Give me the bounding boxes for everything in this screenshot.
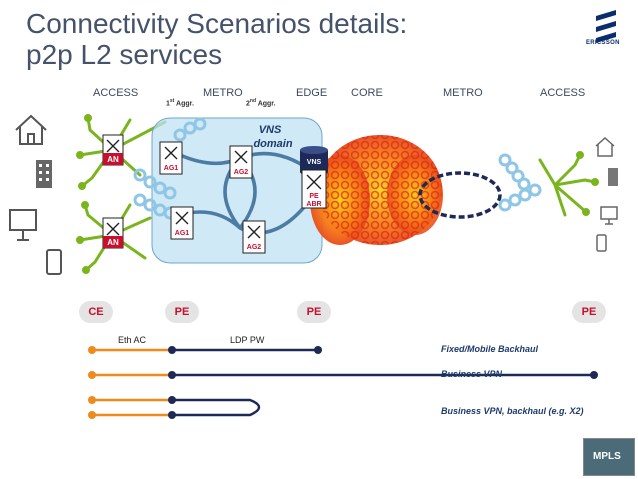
access-node-an-bottom: AN bbox=[102, 217, 124, 249]
vns-cylinder-label: VNS bbox=[307, 159, 322, 166]
pe-abr-label-line2: ABR bbox=[306, 201, 321, 208]
access-node-an-top: AN bbox=[102, 134, 124, 166]
ldp-pw-label: LDP PW bbox=[230, 335, 265, 345]
metro-ring-right bbox=[418, 171, 502, 219]
ag1-bottom-label: AG1 bbox=[175, 230, 190, 237]
pe-badge-access: PE bbox=[165, 301, 199, 323]
an-top-label: AN bbox=[107, 155, 119, 164]
access-chain-right bbox=[498, 153, 542, 212]
service-business-vpn: Business VPN bbox=[441, 369, 503, 379]
ericsson-logo-icon bbox=[596, 10, 616, 43]
house-icon-right bbox=[595, 136, 615, 157]
ag2-top-label: AG2 bbox=[234, 169, 249, 176]
second-aggregation-label: 2nd Aggr. bbox=[246, 98, 276, 108]
computer-monitor-icon bbox=[9, 209, 37, 241]
ag1-top-label: AG1 bbox=[164, 165, 179, 172]
service-business-vpn-backhaul: Business VPN, backhaul (e.g. X2) bbox=[441, 406, 584, 416]
core-cloud bbox=[310, 135, 443, 245]
title-line-1: Connectivity Scenarios details: bbox=[26, 8, 408, 39]
segment-access-left: ACCESS bbox=[93, 87, 139, 99]
vns-domain-line1: VNS bbox=[259, 124, 282, 136]
mpls-thumbnail: MPLS bbox=[583, 438, 635, 476]
access-tree-right bbox=[538, 151, 599, 217]
aggregation-node-ag1-top: AG1 bbox=[159, 141, 183, 175]
title-line-2: p2p L2 services bbox=[26, 39, 223, 70]
logo-text: ERICSSON bbox=[586, 40, 620, 46]
pe-abr-node: PE ABR bbox=[301, 169, 327, 209]
an-bottom-label: AN bbox=[107, 238, 119, 247]
building-icon-right bbox=[608, 168, 618, 186]
pe-badge-remote: PE bbox=[572, 301, 606, 323]
eth-ac-label: Eth AC bbox=[118, 335, 147, 345]
aggregation-node-ag2-top: AG2 bbox=[229, 145, 253, 179]
first-aggregation-label: 1st Aggr. bbox=[166, 98, 194, 108]
segment-edge: EDGE bbox=[296, 87, 328, 99]
service-lines bbox=[88, 346, 598, 419]
vns-domain-line2: domain bbox=[253, 138, 292, 150]
mobile-phone-icon-right bbox=[596, 234, 607, 252]
mpls-thumbnail-text: MPLS bbox=[593, 451, 621, 462]
aggregation-node-ag1-bottom: AG1 bbox=[170, 206, 194, 240]
building-icon bbox=[36, 160, 52, 188]
segment-access-right: ACCESS bbox=[540, 87, 586, 99]
computer-monitor-icon-right bbox=[600, 206, 618, 225]
house-icon bbox=[15, 114, 47, 145]
segment-metro-right: METRO bbox=[443, 87, 483, 99]
pe-abr-label-line1: PE bbox=[309, 193, 319, 200]
ag2-bottom-label: AG2 bbox=[247, 244, 262, 251]
service-fixed-mobile-backhaul: Fixed/Mobile Backhaul bbox=[441, 344, 539, 354]
pe-badge-edge: PE bbox=[297, 301, 331, 323]
segment-metro-left: METRO bbox=[203, 87, 243, 99]
mobile-phone-icon bbox=[46, 249, 62, 275]
ce-badge: CE bbox=[79, 301, 113, 323]
aggregation-node-ag2-bottom: AG2 bbox=[242, 220, 266, 254]
segment-core: CORE bbox=[351, 87, 383, 99]
page-title: Connectivity Scenarios details: p2p L2 s… bbox=[26, 8, 407, 70]
